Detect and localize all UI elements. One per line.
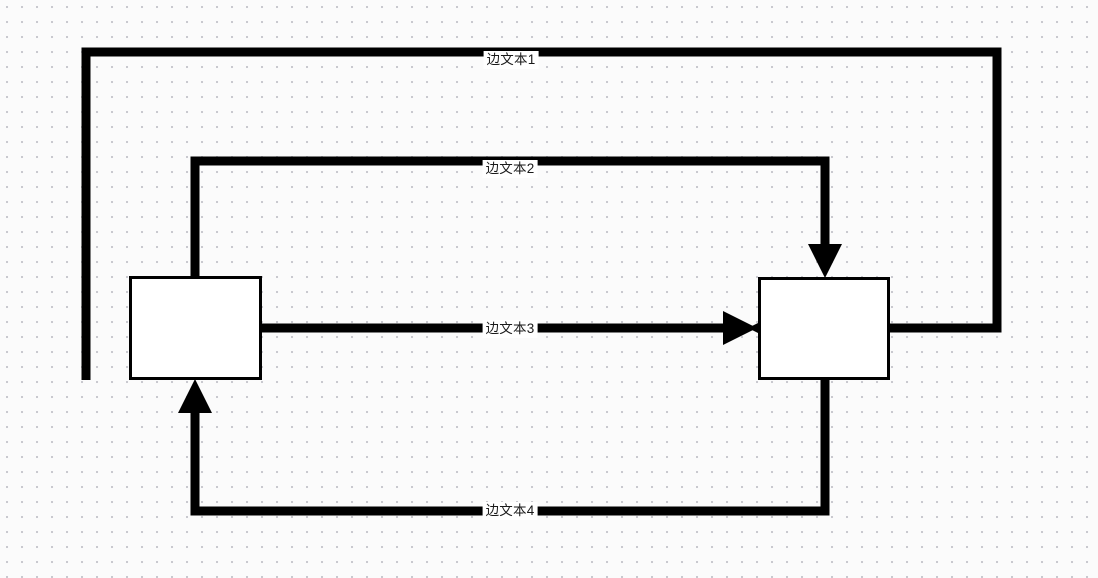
edge-2-group[interactable]	[190, 156, 842, 278]
edge-4-path[interactable]	[190, 380, 830, 516]
edge-3-arrowhead	[723, 311, 757, 345]
right-node[interactable]	[758, 277, 890, 380]
left-node[interactable]	[129, 276, 262, 380]
edge-4-arrowhead	[178, 379, 212, 413]
edge-3-label[interactable]: 边文本3	[482, 320, 538, 338]
edge-1-path[interactable]	[81, 47, 1002, 380]
edge-4-label[interactable]: 边文本4	[482, 502, 538, 520]
edge-2-label[interactable]: 边文本2	[482, 160, 538, 178]
edge-2-arrowhead	[808, 244, 842, 278]
edge-1-label[interactable]: 边文本1	[483, 51, 539, 69]
edge-2-path[interactable]	[190, 156, 830, 276]
edge-4-group[interactable]	[178, 379, 830, 516]
